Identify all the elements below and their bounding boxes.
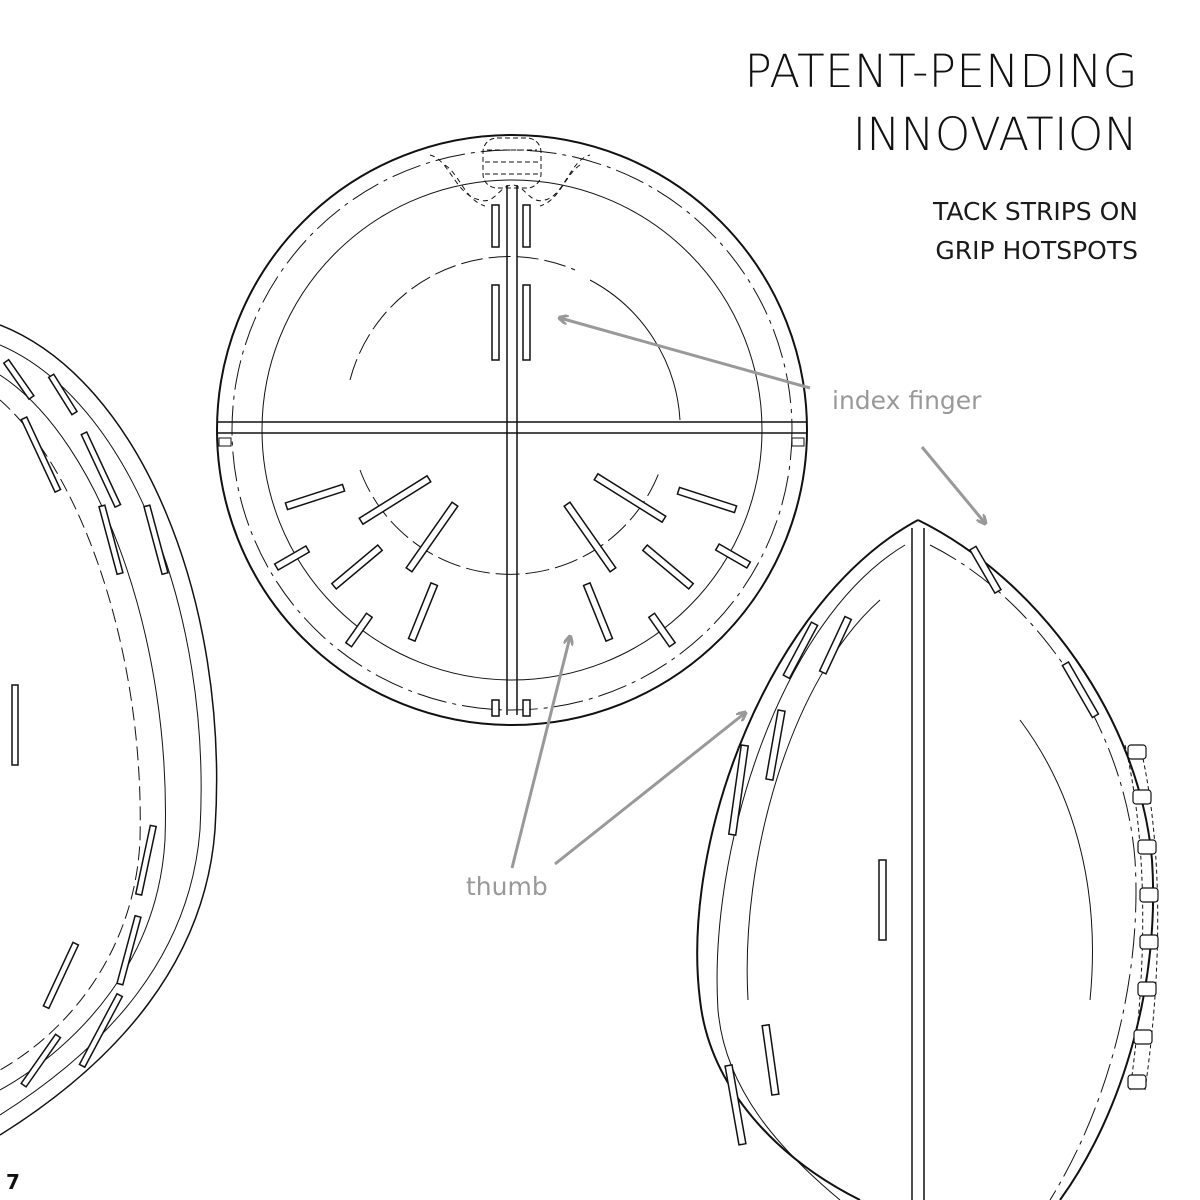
page-number: 7: [6, 1170, 20, 1194]
left-football-tack-strips: [2, 358, 169, 1088]
title-line-2: INNOVATION: [852, 108, 1138, 161]
front-view-tack-strips: [724, 545, 1100, 1146]
thumb-arrow-to-front-view: [554, 713, 745, 866]
page-subtitle: TACK STRIPS ON GRIP HOTSPOTS: [933, 192, 1138, 270]
title-line-1: PATENT-PENDING: [744, 45, 1138, 98]
index-finger-arrow-to-end-view: [560, 318, 811, 390]
index-finger-callout-label: index finger: [832, 386, 982, 415]
thumb-arrow-to-end-view: [510, 637, 570, 869]
thumb-callout-label: thumb: [466, 872, 548, 901]
left-football-side-view: [0, 324, 218, 1136]
index-finger-arrow-to-front-view: [920, 446, 985, 523]
football-end-view: [216, 134, 808, 726]
end-view-tack-strips: [273, 204, 752, 717]
front-view-laces: [1127, 744, 1159, 1090]
subtitle-line-2: GRIP HOTSPOTS: [935, 236, 1138, 265]
subtitle-line-1: TACK STRIPS ON: [933, 197, 1138, 226]
callout-arrows: [510, 318, 985, 869]
page-title: PATENT-PENDING INNOVATION: [745, 40, 1138, 166]
football-front-view: [696, 519, 1159, 1200]
